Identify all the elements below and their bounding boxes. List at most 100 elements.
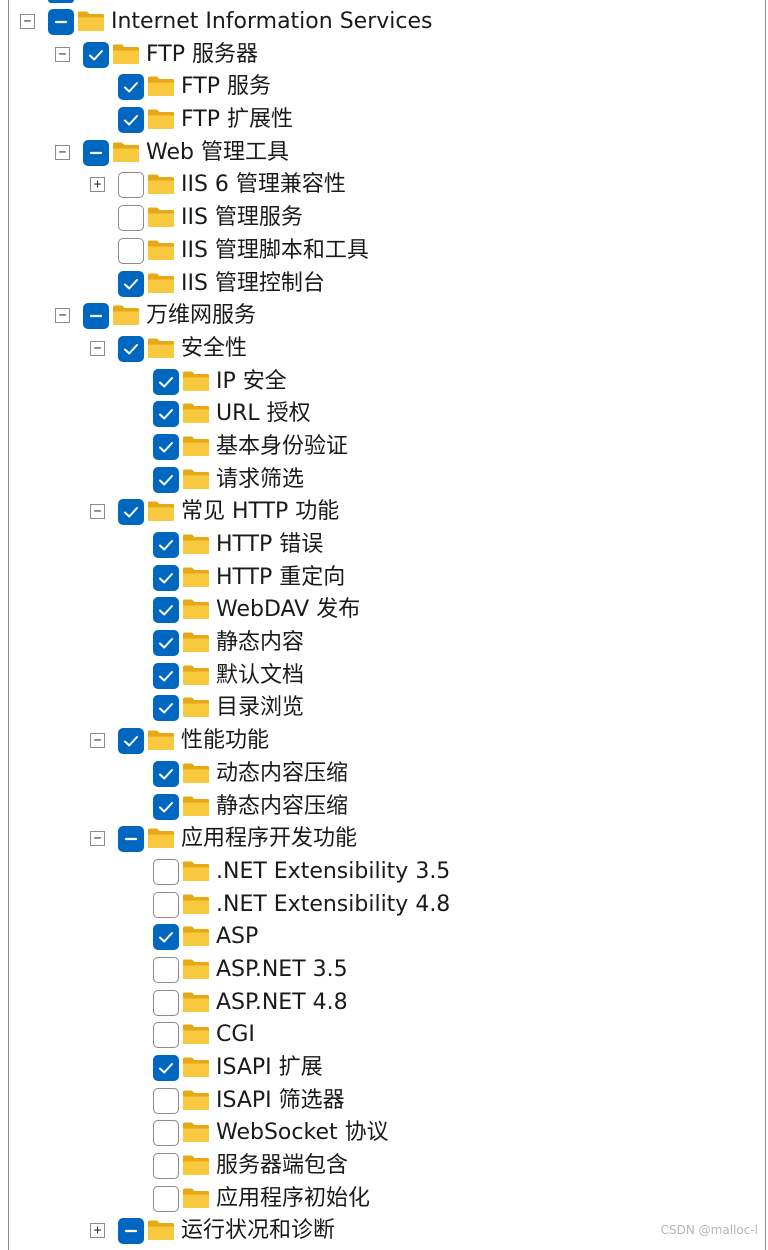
- folder-icon: [182, 893, 210, 915]
- expand-icon[interactable]: +: [90, 1223, 105, 1239]
- folder-icon: [147, 206, 175, 228]
- tree-item[interactable]: 静态内容压缩: [0, 791, 768, 824]
- collapse-icon[interactable]: −: [55, 308, 70, 324]
- checkbox-checked[interactable]: [153, 564, 179, 591]
- checkbox-checked[interactable]: [118, 74, 144, 101]
- tree-item[interactable]: IIS 管理服务: [0, 202, 768, 235]
- checkbox-partial[interactable]: [83, 139, 109, 166]
- checkbox-partial[interactable]: [48, 9, 74, 35]
- tree-item[interactable]: − 常见 HTTP 功能: [0, 496, 768, 529]
- checkbox-unchecked[interactable]: [118, 172, 144, 199]
- collapse-icon[interactable]: −: [20, 14, 35, 29]
- collapse-icon[interactable]: −: [90, 504, 105, 520]
- checkbox-checked[interactable]: [153, 401, 179, 428]
- tree-item[interactable]: − 万维网服务: [0, 300, 768, 333]
- tree-item[interactable]: ASP.NET 3.5: [0, 954, 768, 987]
- checkbox-partial[interactable]: [83, 303, 109, 330]
- collapse-icon[interactable]: −: [90, 733, 105, 749]
- tree-item[interactable]: − FTP 服务器: [0, 39, 768, 72]
- checkbox-checked[interactable]: [153, 532, 179, 558]
- checkbox-unchecked[interactable]: [118, 237, 144, 264]
- tree-item[interactable]: 服务器端包含: [0, 1150, 768, 1183]
- tree-item-label: WebDAV 发布: [216, 597, 361, 623]
- tree-item-label: IIS 管理脚本和工具: [181, 237, 369, 263]
- checkbox-checked[interactable]: [118, 270, 144, 297]
- tree-item[interactable]: URL 授权: [0, 398, 768, 431]
- tree-item[interactable]: 默认文档: [0, 660, 768, 693]
- checkbox-checked[interactable]: [153, 597, 179, 624]
- tree-item[interactable]: 动态内容压缩: [0, 758, 768, 791]
- collapse-icon[interactable]: −: [55, 46, 70, 62]
- tree-item[interactable]: + 运行状况和诊断: [0, 1215, 768, 1248]
- checkbox-unchecked[interactable]: [153, 1153, 179, 1180]
- checkbox-checked[interactable]: [153, 662, 179, 689]
- collapse-icon[interactable]: −: [90, 340, 105, 356]
- checkbox-unchecked[interactable]: [153, 989, 179, 1016]
- tree-item-label: .NET Extensibility 4.8: [216, 891, 451, 917]
- tree-item[interactable]: IP 安全: [0, 366, 768, 399]
- collapse-icon[interactable]: −: [90, 831, 105, 847]
- checkbox-unchecked[interactable]: [153, 858, 179, 885]
- tree-item[interactable]: ISAPI 扩展: [0, 1052, 768, 1085]
- tree-item[interactable]: FTP 扩展性: [0, 104, 768, 137]
- checkbox-partial[interactable]: [118, 826, 144, 853]
- tree-item[interactable]: − Web 管理工具: [0, 137, 768, 170]
- checkbox-unchecked[interactable]: [153, 891, 179, 918]
- tree-item[interactable]: HTTP 错误: [0, 529, 768, 562]
- folder-icon: [147, 1219, 175, 1241]
- folder-icon: [182, 402, 210, 424]
- checkbox-checked[interactable]: [118, 335, 144, 362]
- checkbox-checked[interactable]: [153, 630, 179, 657]
- checkbox-checked[interactable]: [153, 695, 179, 722]
- checkbox-checked[interactable]: [83, 41, 109, 68]
- tree-item[interactable]: 请求筛选: [0, 464, 768, 497]
- tree-item[interactable]: ASP: [0, 921, 768, 954]
- checkbox-unchecked[interactable]: [153, 956, 179, 983]
- checkbox-checked[interactable]: [118, 499, 144, 526]
- checkbox-checked[interactable]: [153, 466, 179, 493]
- checkbox-checked[interactable]: [118, 728, 144, 755]
- tree-item-label: 静态内容: [216, 630, 305, 656]
- checkbox-checked[interactable]: [153, 433, 179, 460]
- collapse-icon[interactable]: −: [55, 144, 70, 160]
- tree-item-label: 基本身份验证: [216, 433, 349, 459]
- checkbox-checked[interactable]: [153, 1055, 179, 1081]
- tree-item[interactable]: ISAPI 筛选器: [0, 1085, 768, 1118]
- tree-item[interactable]: .NET Extensibility 4.8: [0, 889, 768, 922]
- tree-item[interactable]: IIS 管理控制台: [0, 268, 768, 301]
- tree-item[interactable]: 应用程序初始化: [0, 1183, 768, 1216]
- tree-item[interactable]: FTP 服务: [0, 71, 768, 104]
- checkbox-unchecked[interactable]: [153, 1120, 179, 1147]
- checkbox-unchecked[interactable]: [153, 1185, 179, 1212]
- tree-item[interactable]: WebDAV 发布: [0, 594, 768, 627]
- tree-item[interactable]: .NET Extensibility 3.5: [0, 856, 768, 889]
- checkbox-unchecked[interactable]: [153, 1022, 179, 1049]
- tree-item[interactable]: + IIS 6 管理兼容性: [0, 169, 768, 202]
- checkbox-unchecked[interactable]: [153, 1087, 179, 1114]
- checkbox-unchecked[interactable]: [118, 205, 144, 232]
- tree-item[interactable]: − 应用程序开发功能: [0, 823, 768, 856]
- tree-item-label: IIS 管理服务: [181, 205, 303, 231]
- expand-icon[interactable]: +: [90, 177, 105, 193]
- tree-item[interactable]: WebSocket 协议: [0, 1117, 768, 1150]
- tree-item[interactable]: − 性能功能: [0, 725, 768, 758]
- tree-item[interactable]: 静态内容: [0, 627, 768, 660]
- tree-item[interactable]: − Internet Information Services: [0, 6, 768, 39]
- tree-item[interactable]: − 安全性: [0, 333, 768, 366]
- tree-item[interactable]: HTTP 重定向: [0, 562, 768, 595]
- checkbox-checked[interactable]: [153, 793, 179, 820]
- tree-item-label: ASP: [216, 924, 259, 950]
- checkbox-checked[interactable]: [153, 760, 179, 787]
- tree-item-label: 性能功能: [181, 728, 270, 754]
- checkbox-partial[interactable]: [118, 1218, 144, 1245]
- checkbox-checked[interactable]: [153, 924, 179, 951]
- checkbox-checked[interactable]: [153, 368, 179, 395]
- tree-item[interactable]: ASP.NET 4.8: [0, 987, 768, 1020]
- tree-item[interactable]: 目录浏览: [0, 692, 768, 725]
- tree-item[interactable]: 基本身份验证: [0, 431, 768, 464]
- checkbox-checked[interactable]: [118, 107, 144, 134]
- tree-item-label: 运行状况和诊断: [181, 1218, 336, 1244]
- folder-icon: [182, 860, 210, 882]
- tree-item[interactable]: CGI: [0, 1019, 768, 1052]
- tree-item[interactable]: IIS 管理脚本和工具: [0, 235, 768, 268]
